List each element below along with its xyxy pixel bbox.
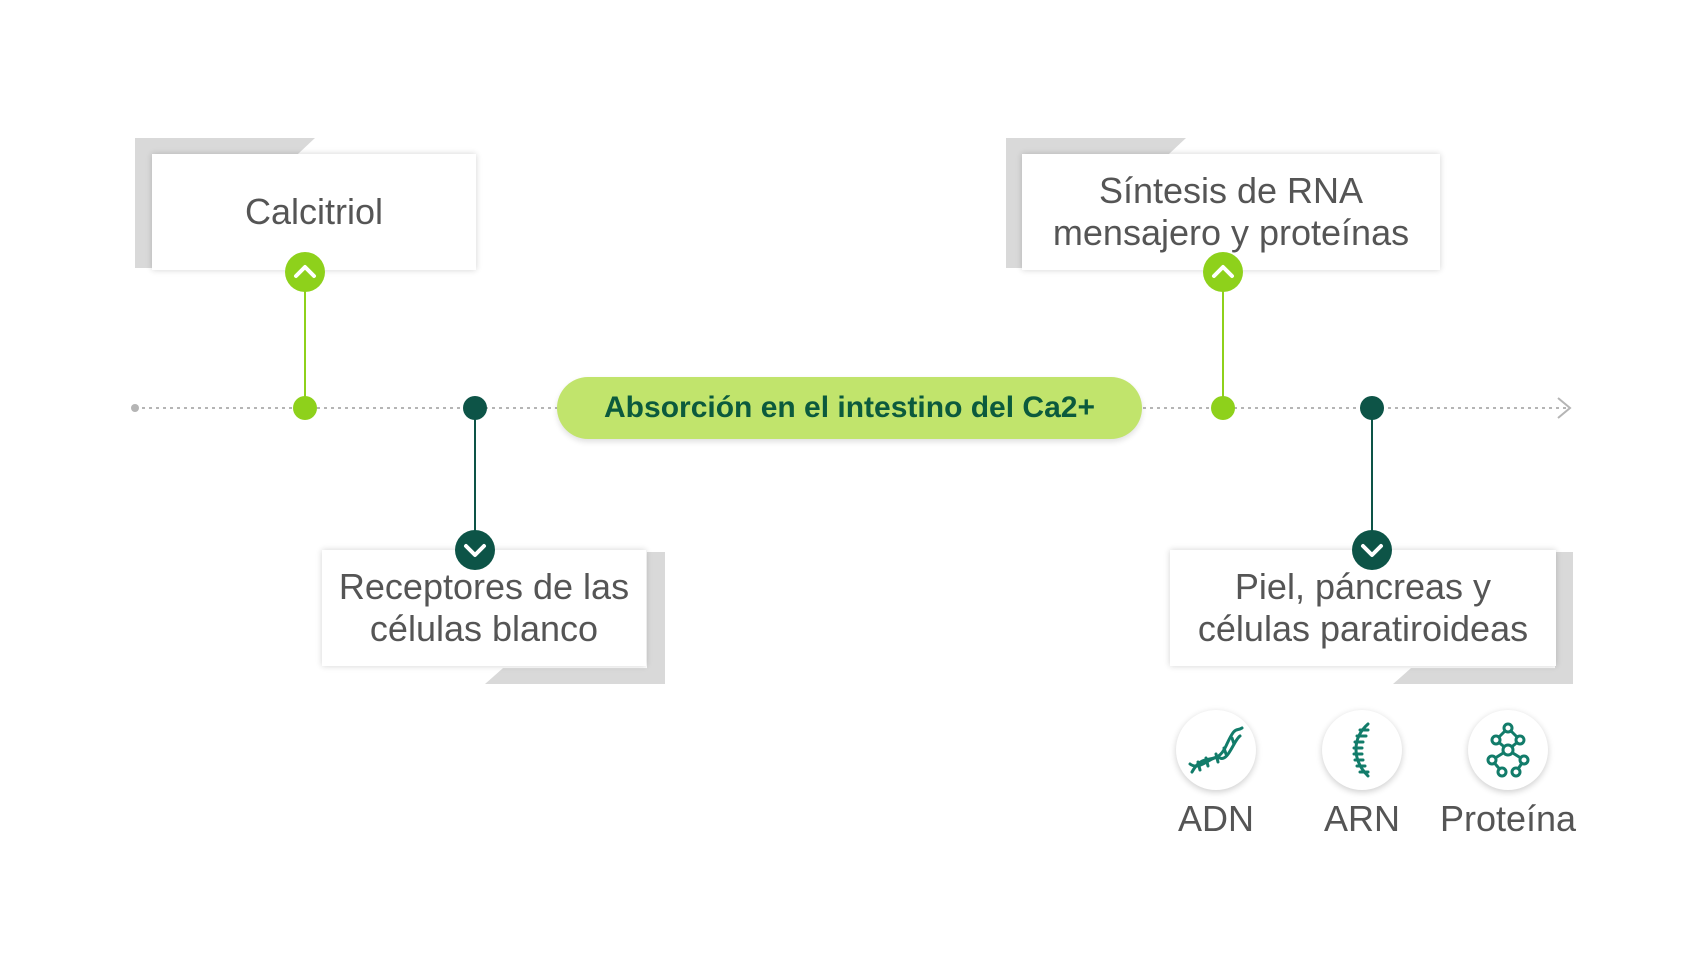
center-label-pill: Absorción en el intestino del Ca2+ [557, 377, 1142, 439]
synthesis-card: Síntesis de RNA mensajero y proteínas [1022, 154, 1440, 270]
protein-icon [1486, 722, 1530, 778]
timeline-arrowhead [1557, 397, 1572, 419]
dna-icon-badge [1176, 710, 1256, 790]
receptors-axis-dot [463, 396, 487, 420]
protein-icon-badge [1468, 710, 1548, 790]
dna-icon [1188, 726, 1244, 774]
synthesis-card-text: Síntesis de RNA mensajero y proteínas [1052, 170, 1410, 253]
calcitriol-badge [285, 252, 325, 292]
receptors-badge [455, 530, 495, 570]
tissues-badge [1352, 530, 1392, 570]
receptors-card-text: Receptores de las células blanco [338, 566, 630, 649]
timeline-start-dot [131, 404, 139, 412]
tissues-card: Piel, páncreas y células paratiroideas [1170, 550, 1556, 666]
chevron-up-icon [1212, 265, 1234, 278]
chevron-down-icon [464, 544, 486, 557]
rna-icon [1352, 722, 1370, 778]
synthesis-badge [1203, 252, 1243, 292]
tissues-card-text: Piel, páncreas y células paratiroideas [1197, 566, 1529, 649]
tissues-axis-dot [1360, 396, 1384, 420]
chevron-up-icon [294, 265, 316, 278]
calcitriol-card-text: Calcitriol [244, 191, 384, 232]
dna-label: ADN [1177, 798, 1254, 839]
calcitriol-axis-dot [293, 396, 317, 420]
synthesis-axis-dot [1211, 396, 1235, 420]
receptors-card: Receptores de las células blanco [322, 550, 646, 666]
rna-icon-badge [1322, 710, 1402, 790]
rna-label: ARN [1323, 798, 1400, 839]
center-label-text: Absorción en el intestino del Ca2+ [604, 391, 1095, 424]
chevron-down-icon [1361, 544, 1383, 557]
calcitriol-card: Calcitriol [152, 154, 476, 270]
protein-label: Proteína [1439, 798, 1577, 839]
